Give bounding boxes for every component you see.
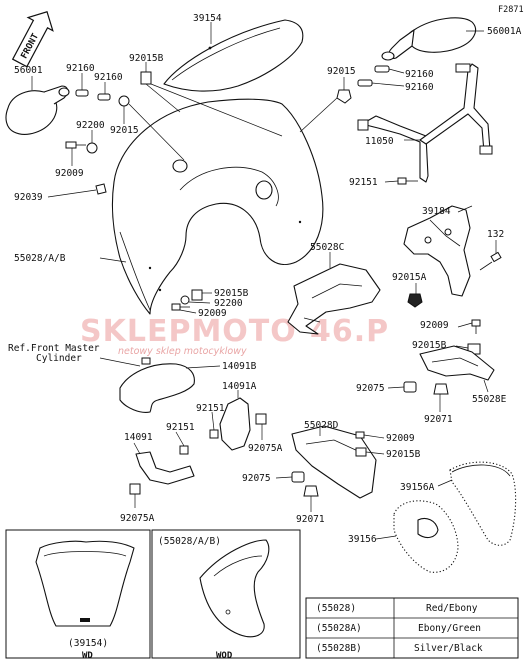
label-39184: 39184 [422, 206, 451, 217]
label-92151-a: 92151 [349, 177, 378, 188]
label-92009-a: 92009 [55, 168, 84, 179]
hardware-stack-center [171, 289, 203, 311]
label-92009-d: 92009 [386, 433, 415, 444]
color-table-color-1: Ebony/Green [418, 623, 481, 634]
nut-92015-right [336, 89, 352, 104]
mirror-right-part [381, 17, 476, 61]
label-56001: 56001 [14, 65, 43, 76]
label-92151-b: 92151 [196, 403, 225, 414]
label-92160-a: 92160 [66, 63, 95, 74]
label-92015B-b: 92015B [214, 288, 249, 299]
bracket-14091-part [129, 445, 195, 495]
inner-cover-part [287, 263, 381, 335]
label-55028AB: 55028/A/B [14, 253, 66, 264]
label-39156A: 39156A [400, 482, 435, 493]
mirror-right-washers [357, 65, 390, 87]
screw-92151-a [397, 177, 418, 185]
bolt-132 [479, 251, 502, 271]
label-14091A: 14091A [222, 381, 257, 392]
inset-wd-caption: WD [82, 651, 93, 661]
label-14091: 14091 [124, 432, 153, 443]
label-39154: 39154 [193, 13, 222, 24]
label-92015A: 92015A [392, 272, 427, 283]
watermark-tagline: netowy sklep motocyklowy [118, 346, 247, 357]
label-92160-b: 92160 [94, 72, 123, 83]
mirror-left-part [5, 85, 70, 135]
side-cover-E-part [419, 319, 495, 381]
inset-wd-part-label: (39154) [68, 638, 108, 649]
label-56001A: 56001A [487, 26, 522, 37]
label-92200-b: 92200 [214, 298, 243, 309]
inset-wod-caption: WOD [216, 651, 233, 661]
guard-14091B-part [119, 357, 195, 413]
windshield-part [163, 19, 304, 92]
label-92151-c: 92151 [166, 422, 195, 433]
label-55028E: 55028E [472, 394, 507, 405]
color-table-color-2: Silver/Black [414, 643, 483, 654]
label-92015B-c: 92015B [412, 340, 447, 351]
label-92075-a: 92075 [356, 383, 385, 394]
label-92009-c: 92009 [420, 320, 449, 331]
label-92160-d: 92160 [405, 82, 434, 93]
label-39156: 39156 [348, 534, 377, 545]
label-11050: 11050 [365, 136, 394, 147]
label-92015B-d: 92015B [386, 449, 421, 460]
ref-note-line2: Cylinder [36, 353, 82, 364]
meter-bracket-part [403, 205, 471, 297]
figure-code: F2871 [498, 5, 524, 15]
label-92071-a: 92071 [424, 414, 453, 425]
label-92039: 92039 [14, 192, 43, 203]
grommets-right [403, 381, 449, 395]
panel-39156A-part [449, 461, 517, 546]
label-92015B-a: 92015B [129, 53, 164, 64]
stay-bracket-part [357, 63, 493, 183]
label-92015-a: 92015 [327, 66, 356, 77]
watermark-brand-1: SKLEPMOTO [80, 314, 297, 349]
side-cover-D-part [291, 425, 377, 499]
color-table-part-2: (55028B) [316, 643, 362, 654]
color-table-part-1: (55028A) [316, 623, 362, 634]
panel-39156-part [393, 500, 459, 573]
inset-wod-part-label: (55028/A/B) [158, 536, 221, 547]
label-92200-a: 92200 [76, 120, 105, 131]
color-table: (55028) Red/Ebony (55028A) Ebony/Green (… [305, 597, 519, 659]
front-direction-marker: FRONT [11, 10, 54, 68]
label-92075A-b: 92075A [120, 513, 155, 524]
label-14091B: 14091B [222, 361, 257, 372]
inset-wod: (55028/A/B) WOD [151, 529, 301, 661]
label-92071-b: 92071 [296, 514, 325, 525]
mirror-left-washers [75, 89, 130, 107]
label-92009-b: 92009 [198, 308, 227, 319]
color-table-color-0: Red/Ebony [426, 603, 478, 614]
cowl-bracket-hardware [65, 141, 107, 195]
watermark: SKLEPMOTO 46.P netowy sklep motocyklowy [80, 314, 389, 357]
label-92075A-a: 92075A [248, 443, 283, 454]
inset-wd: (39154) WD [5, 529, 151, 661]
label-55028D: 55028D [304, 420, 339, 431]
nut-92015A [407, 293, 423, 308]
label-55028C: 55028C [310, 242, 344, 253]
bracket-14091A-part [209, 397, 267, 451]
nut-92015B-top [140, 71, 152, 85]
watermark-brand-2: 46.P [310, 314, 389, 349]
ref-note-line1: Ref.Front Master [8, 343, 100, 354]
label-132: 132 [487, 229, 504, 240]
label-92015-b: 92015 [110, 125, 139, 136]
color-table-part-0: (55028) [316, 603, 356, 614]
label-92075-b: 92075 [242, 473, 271, 484]
label-92160-c: 92160 [405, 69, 434, 80]
upper-cowl-part [111, 98, 324, 315]
